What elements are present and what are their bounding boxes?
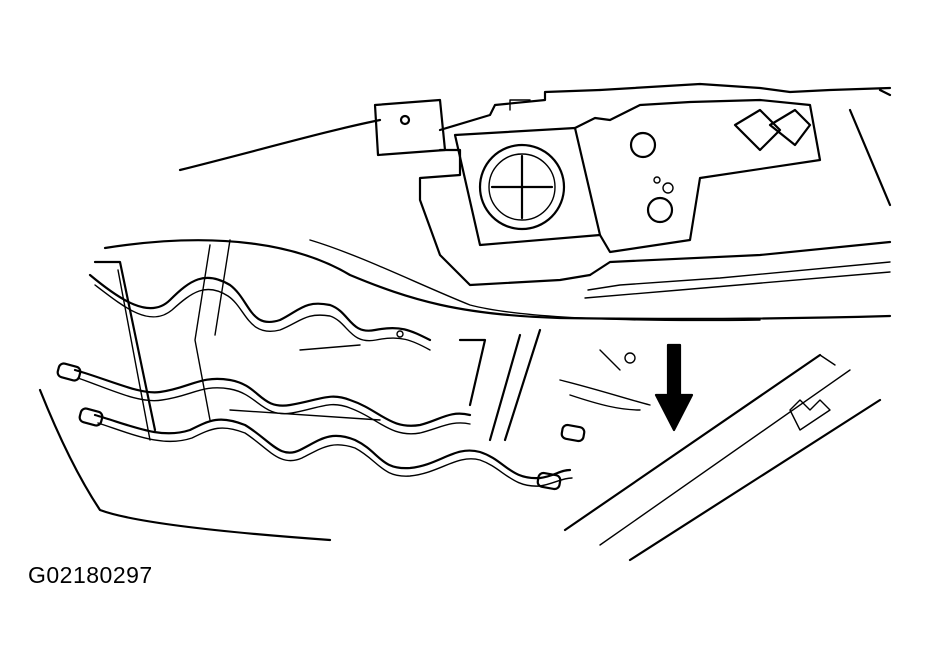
switch-bosses — [629, 108, 812, 224]
adjuster-knob — [478, 143, 566, 231]
seat-frame — [93, 239, 542, 442]
down-arrow-icon — [654, 343, 694, 432]
seat-track-assembly — [373, 82, 892, 299]
wire-harness — [73, 273, 573, 487]
figure-id-label: G02180297 — [28, 562, 153, 588]
floor-panel — [559, 349, 882, 562]
seat-cushion-outline — [38, 88, 892, 542]
wire-connectors — [56, 330, 636, 491]
